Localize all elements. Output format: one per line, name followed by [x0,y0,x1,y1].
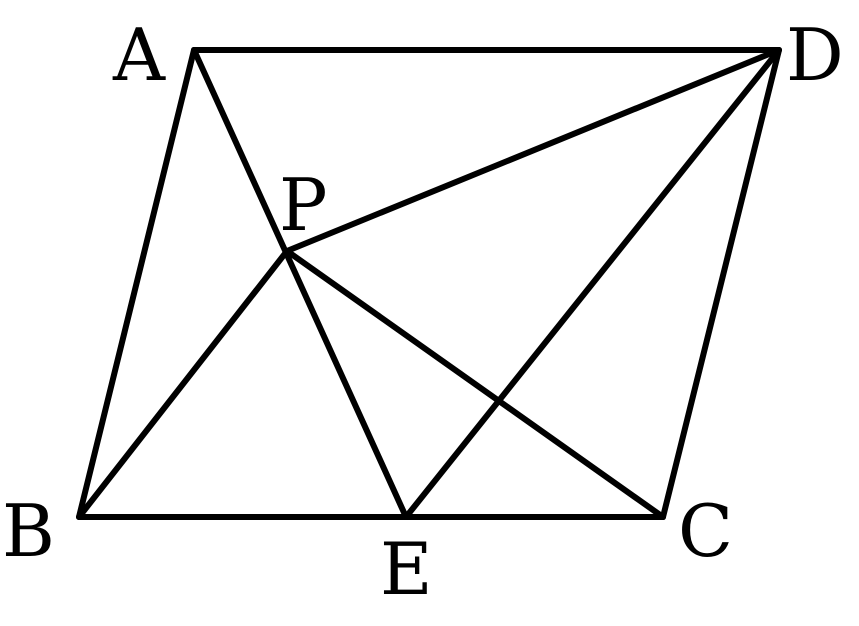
point-label-c: C [678,489,733,573]
point-label-b: B [2,489,55,573]
point-label-a: A [112,13,166,97]
segment-bp [76,248,290,520]
segment-pc [284,248,666,520]
segment-cd [660,47,782,520]
point-labels: A D P B C E [2,13,844,611]
segment-pd [284,47,782,254]
point-label-p: P [279,163,327,247]
point-label-d: D [786,13,844,97]
segments [76,47,782,520]
point-label-e: E [380,527,433,611]
segment-ed [403,47,782,520]
segment-ae [191,47,409,520]
segment-ab [76,47,197,520]
